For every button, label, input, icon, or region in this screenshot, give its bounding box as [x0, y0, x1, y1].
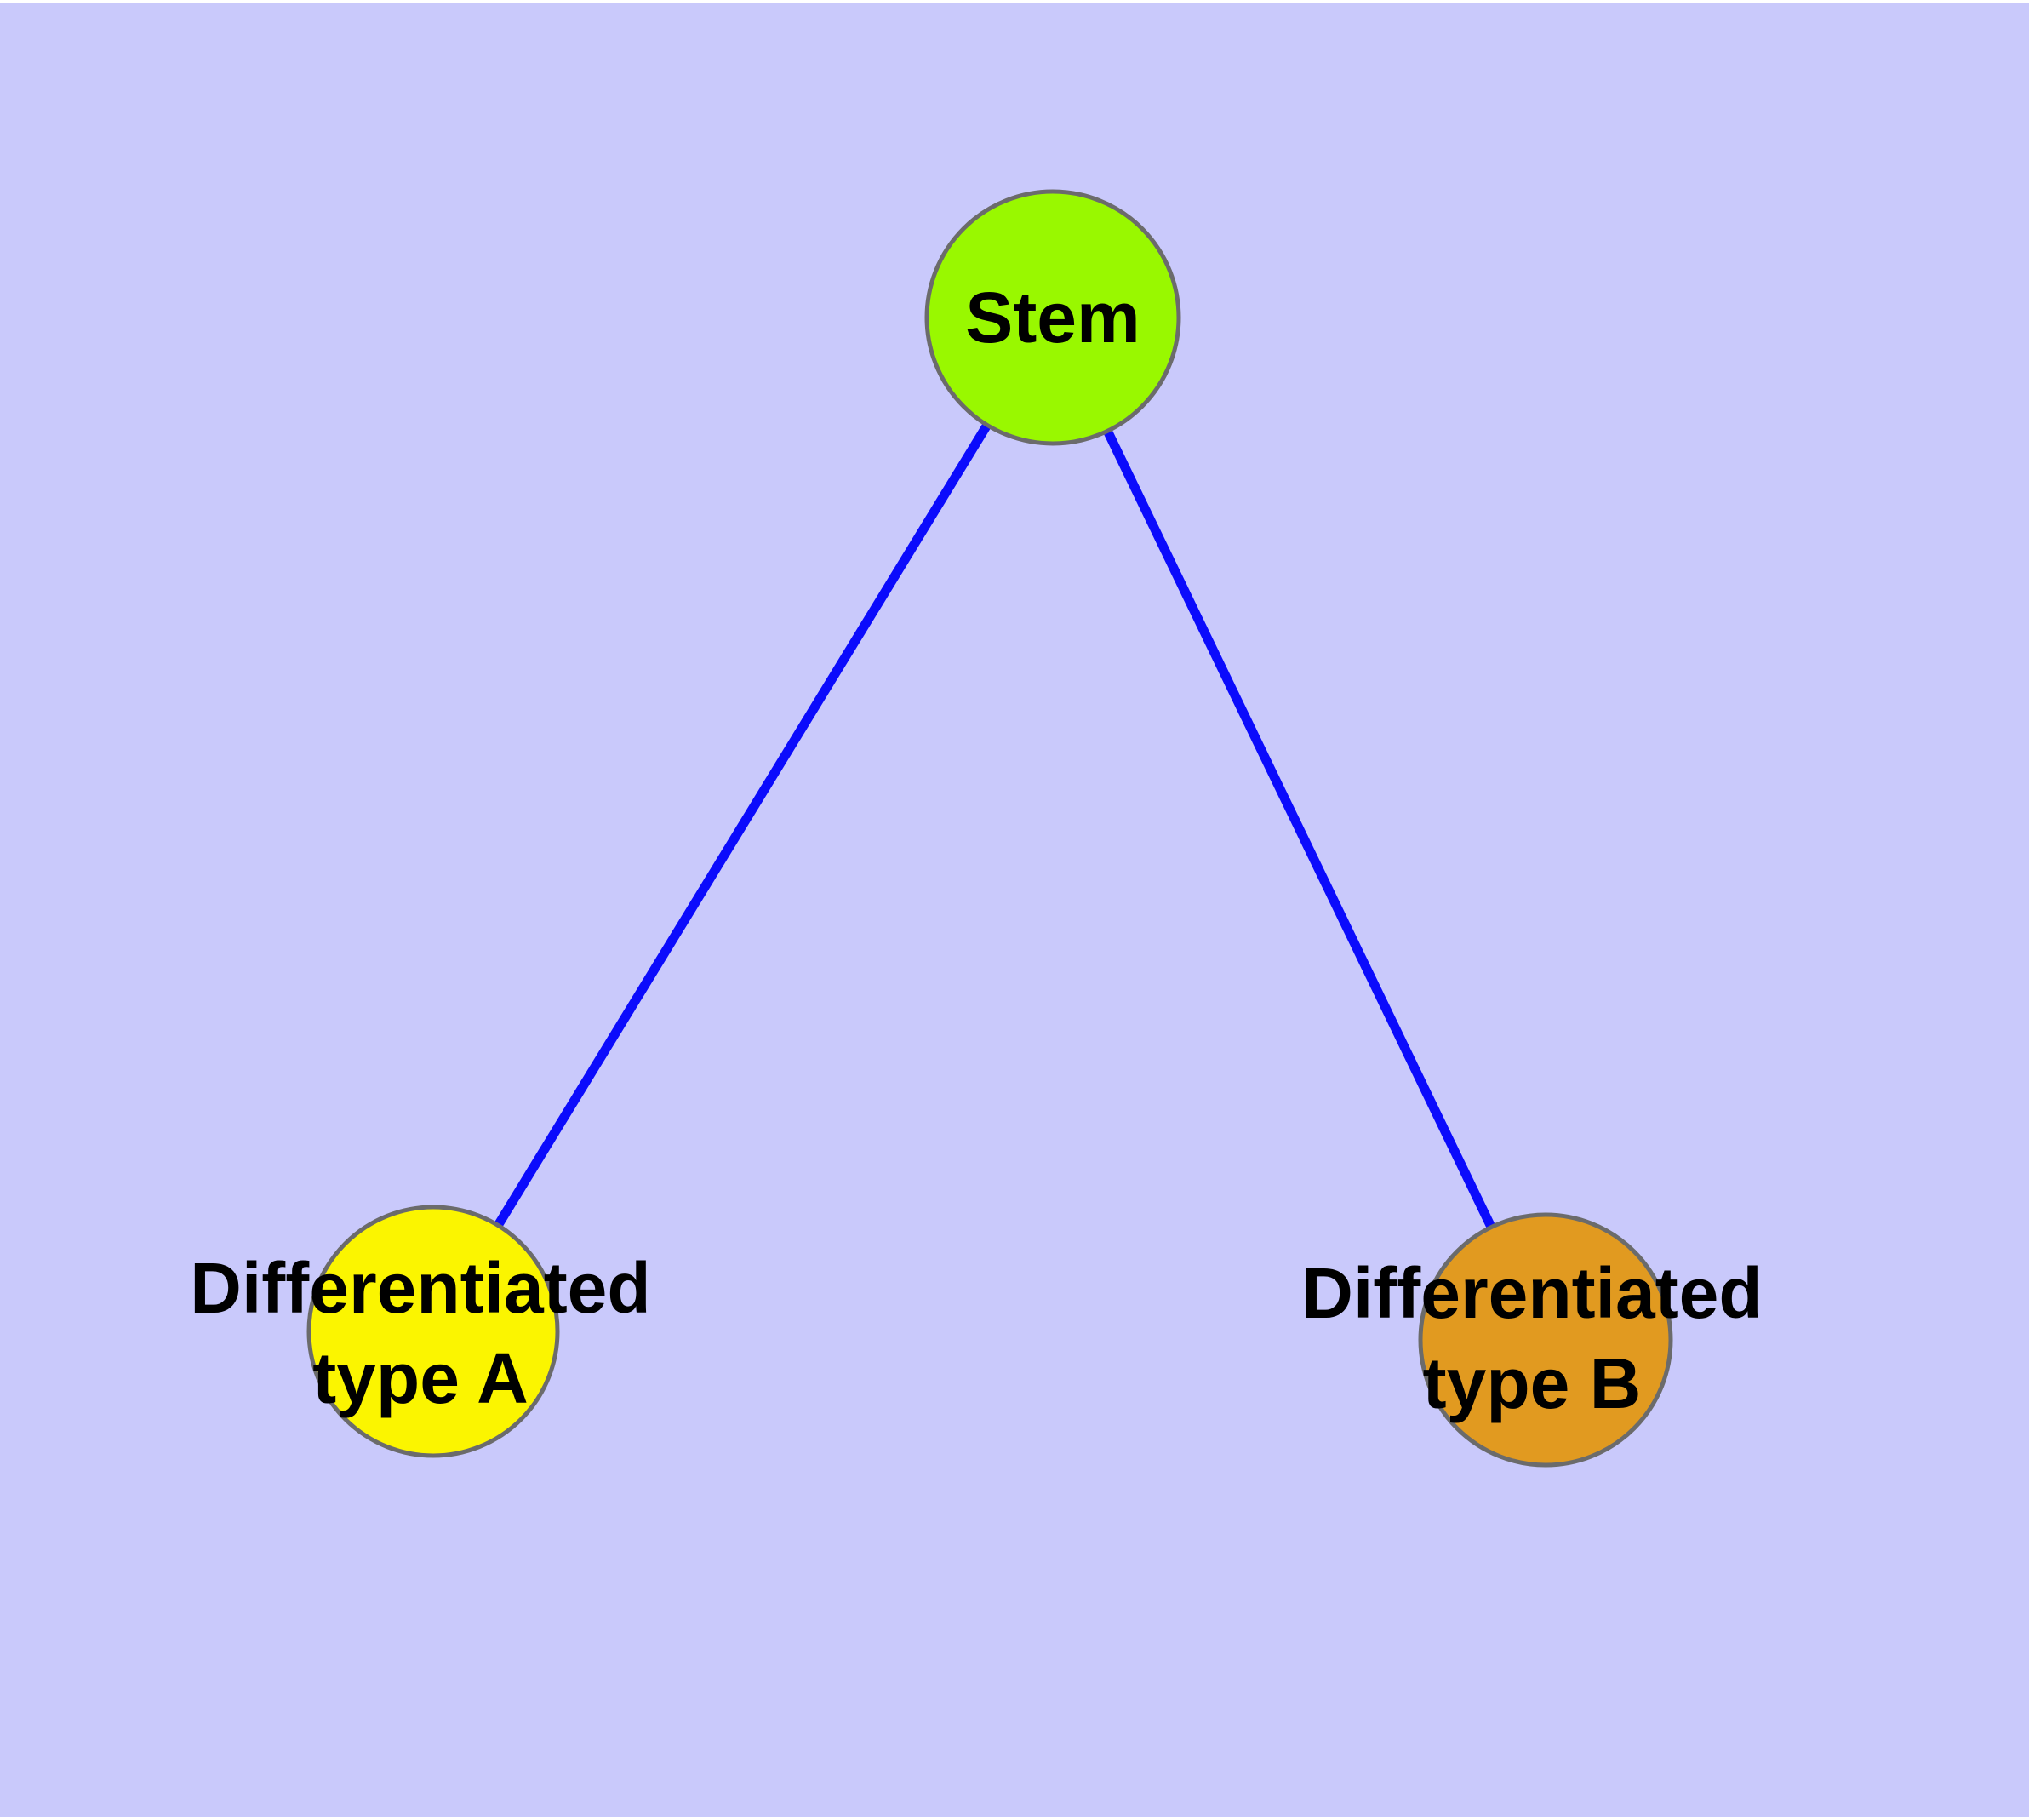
node-differentiated-type-b-label-line2: type B	[1422, 1343, 1642, 1423]
node-differentiated-type-b-label: Differentiated type B	[1301, 1248, 1762, 1428]
node-differentiated-type-a-label: Differentiated type A	[190, 1243, 650, 1423]
node-stem-circle	[924, 189, 1181, 446]
node-differentiated-type-b-circle	[1418, 1212, 1673, 1468]
node-differentiated-type-a-circle	[306, 1205, 560, 1458]
node-differentiated-type-a-label-line1: Differentiated	[190, 1248, 651, 1328]
node-differentiated-type-b-label-line1: Differentiated	[1301, 1253, 1763, 1333]
node-differentiated-type-a-label-line2: type A	[312, 1338, 529, 1418]
edge-stem-to-type-b	[1049, 315, 1550, 1342]
edge-stem-to-type-a	[429, 315, 1057, 1334]
node-stem-label: Stem	[965, 278, 1140, 358]
